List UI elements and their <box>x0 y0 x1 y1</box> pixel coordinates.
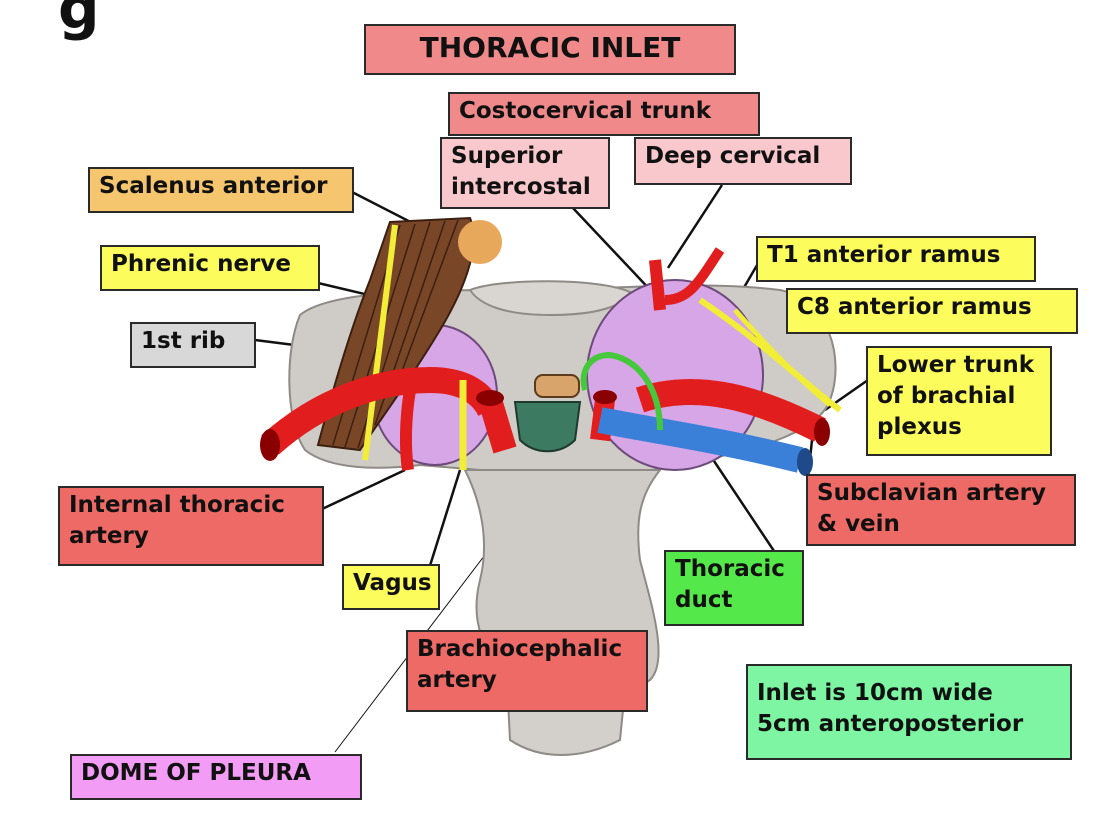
trachea <box>534 374 580 398</box>
t1-anterior-ramus-label: T1 anterior ramus <box>756 236 1036 282</box>
c8-anterior-ramus <box>733 308 832 407</box>
muscle-tendon <box>458 220 502 264</box>
superior-intercostal-vessel <box>664 247 725 305</box>
superior-intercostal-label: Superior intercostal <box>440 137 610 209</box>
right-artery-cut-end <box>814 418 830 446</box>
inlet-size-note: Inlet is 10cm wide 5cm anteroposterior <box>746 664 1072 760</box>
vein-cut-end <box>797 448 813 476</box>
brachiocephalic-artery <box>478 396 517 454</box>
subclavian-artery-vein-label: Subclavian artery & vein <box>806 474 1076 546</box>
costocervical-trunk-label: Costocervical trunk <box>448 92 760 136</box>
deep-cervical-label: Deep cervical <box>634 137 852 185</box>
left-artery-cut-end <box>260 429 280 461</box>
vagus-label: Vagus <box>342 564 440 610</box>
thoracic-duct <box>580 351 663 431</box>
esophagus <box>513 401 582 453</box>
carotid-cut-end <box>476 390 504 406</box>
c8-anterior-ramus-label: C8 anterior ramus <box>786 288 1078 334</box>
leader-vagus <box>426 469 462 573</box>
right-carotid-cut-end <box>593 390 617 404</box>
leader-deep-cervical <box>666 184 724 269</box>
left-subclavian-artery <box>261 366 502 455</box>
leader-superior-intercostal <box>571 206 656 296</box>
muscle-fiber <box>394 219 459 391</box>
first-rib-label: 1st rib <box>130 322 256 368</box>
left-internal-thoracic-artery <box>399 389 416 471</box>
right-subclavian-artery <box>635 378 826 442</box>
title-label: THORACIC INLET <box>364 24 736 75</box>
phrenic-nerve <box>362 224 398 461</box>
brachiocephalic-artery-label: Brachiocephalic artery <box>406 630 648 712</box>
header-fragment: g <box>58 0 100 42</box>
thoracic-duct-label: Thoracic duct <box>664 550 804 626</box>
dome-of-pleura-label: DOME OF PLEURA <box>70 754 362 800</box>
internal-thoracic-artery-label: Internal thoracic artery <box>58 486 324 566</box>
phrenic-nerve-label: Phrenic nerve <box>100 245 320 291</box>
costocervical-trunk-vessel <box>649 259 666 311</box>
scalenus-anterior-label: Scalenus anterior <box>88 167 354 213</box>
subclavian-vein <box>597 407 804 473</box>
leader-internal-thoracic <box>319 468 406 512</box>
lower-trunk-brachial-plexus-label: Lower trunk of brachial plexus <box>866 346 1052 456</box>
